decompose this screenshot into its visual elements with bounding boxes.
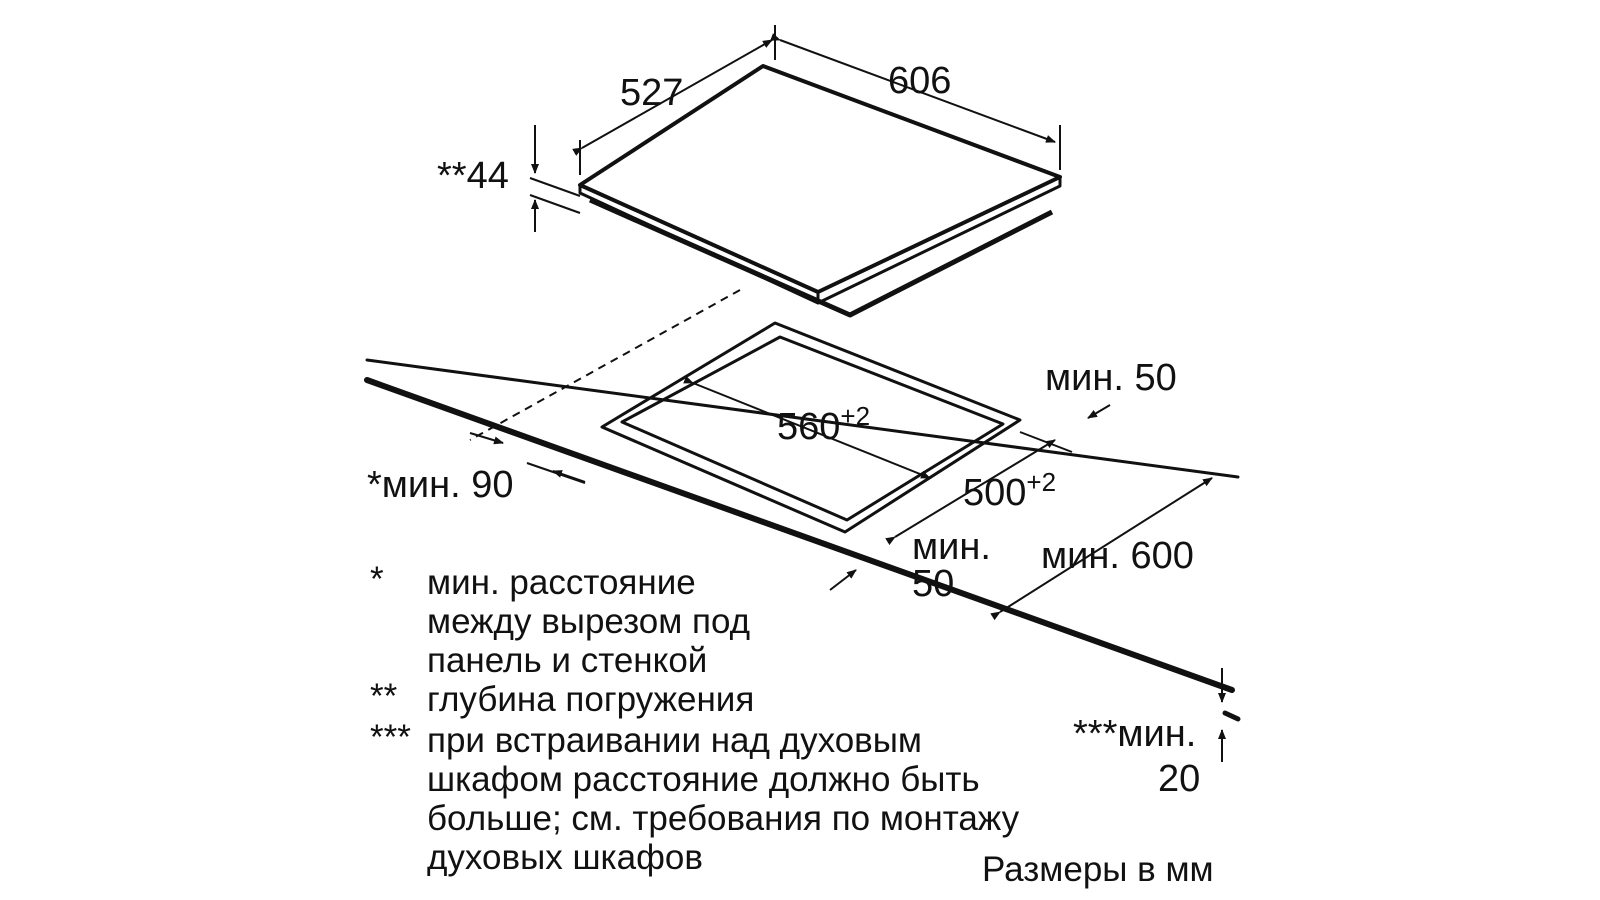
note-1-line-2: между вырезом под [427,602,751,641]
note-1-line-3: панель и стенкой [427,641,708,680]
dim-min-front-label-2: 50 [912,563,955,605]
dim-cutout-width-tolerance: +2 [840,401,871,431]
cooktop-side-edge [817,177,1062,305]
dim-min-wall-side-label: *мин. 90 [367,464,514,506]
worktop-front-edge-bottom [1222,710,1241,722]
dim-min90-lines [469,432,586,484]
dim-606-lines [770,33,1061,170]
note-2-line-1: глубина погружения [427,680,755,719]
projection-dashed-line [469,289,741,441]
dim-width-label: 606 [888,60,952,102]
dim-depth-label: 527 [620,72,684,114]
note-3-line-3: больше; см. требования по монтажу [427,799,1020,838]
dim-cutout-width-label: 560+2 [777,403,870,448]
cooktop-underside [588,197,1054,318]
dim-500-lines [885,431,1073,546]
note-mark-1: * [370,560,384,599]
units-caption: Размеры в мм [982,850,1214,889]
dim-44-lines [529,125,581,232]
note-3-line-4: духовых шкафов [427,838,703,877]
note-3-line-1: при встраивании над духовым [427,721,922,760]
worktop-front-edge-top [364,377,1235,693]
note-mark-2: ** [370,677,398,716]
dim-cutout-depth-value: 500 [963,472,1027,514]
dim-min600-arrow [990,477,1213,621]
note-1-line-1: мин. расстояние [427,563,696,602]
dim-min-worktop-label: мин. 600 [1041,535,1194,577]
dim-cutout-width-value: 560 [777,406,841,448]
note-mark-3: *** [370,718,411,757]
dim-cutout-depth-tolerance: +2 [1026,467,1057,497]
dim-cutout-depth-label: 500+2 [963,469,1056,514]
dim-min-front-label-1: мин. [912,526,991,568]
dim-min-oven-label-2: 20 [1158,758,1201,800]
cutout-outer [600,321,1022,534]
dim-min50-back-arrow [1087,404,1111,419]
dim-min-oven-label-1: ***мин. [1073,713,1197,755]
dim-embed-depth-label: **44 [437,155,509,197]
dim-min-back-label: мин. 50 [1045,357,1177,399]
note-3-line-2: шкафом расстояние должно быть [427,760,980,799]
dim-min50-front-arrow [829,569,857,591]
